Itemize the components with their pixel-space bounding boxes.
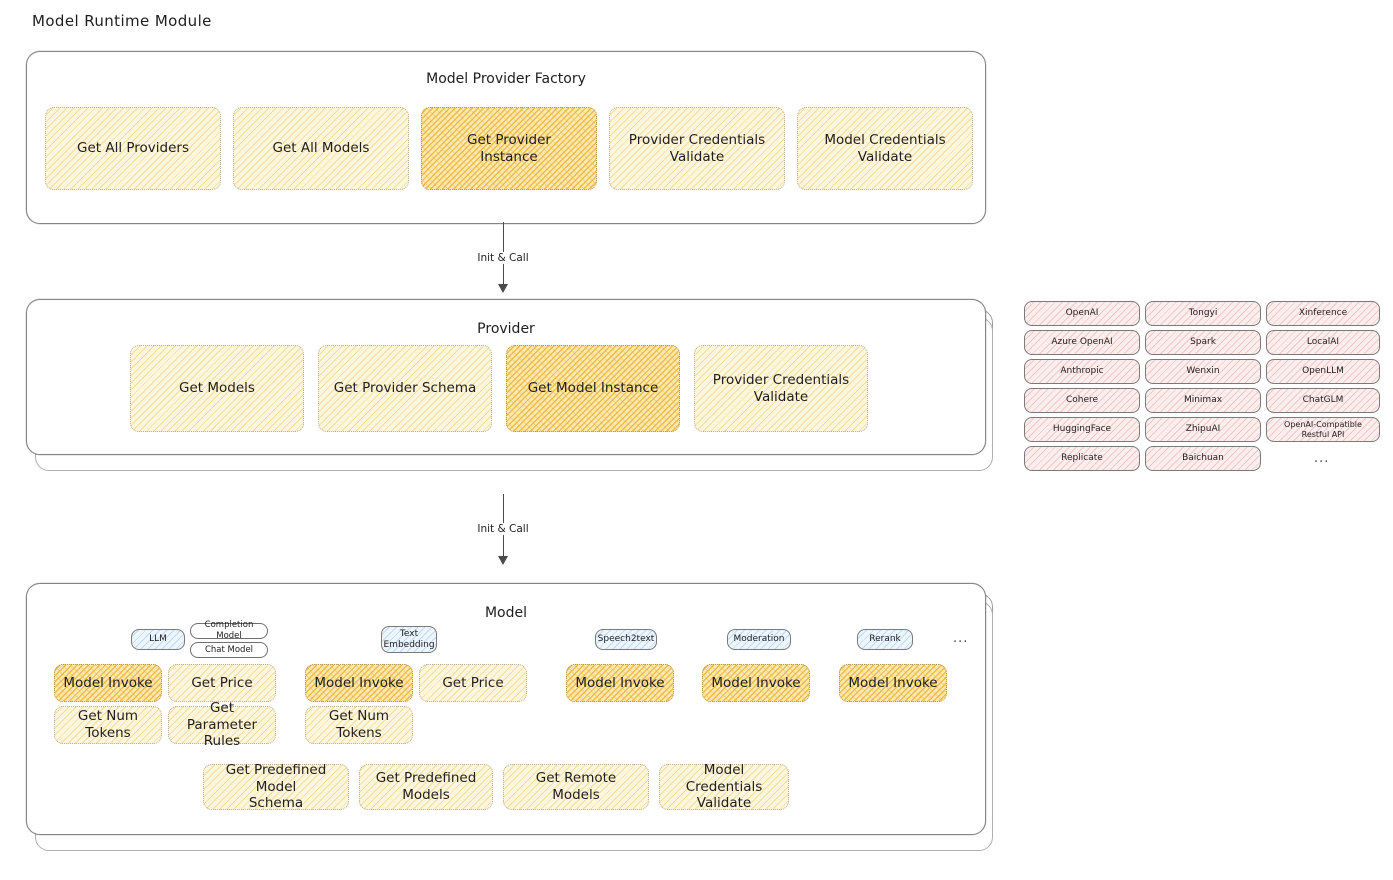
- model-provider-factory-title: Model Provider Factory: [426, 71, 586, 87]
- model-op-llm-get-price[interactable]: Get Price: [168, 664, 276, 702]
- provider-chip-replicate[interactable]: Replicate: [1024, 446, 1140, 471]
- model-op-text-embedding-get-num-tokens[interactable]: Get Num Tokens: [305, 706, 413, 744]
- model-op-speech2text-model-invoke[interactable]: Model Invoke: [566, 664, 674, 702]
- provider-title: Provider: [477, 321, 535, 337]
- provider-chip-openai[interactable]: OpenAI: [1024, 301, 1140, 326]
- model-type-badge-moderation[interactable]: Moderation: [727, 629, 791, 650]
- model-op-text-embedding-get-price[interactable]: Get Price: [419, 664, 527, 702]
- provider-panel: Provider Get Models Get Provider Schema …: [26, 299, 993, 471]
- factory-node-get-all-providers[interactable]: Get All Providers: [45, 107, 221, 190]
- provider-chip-tongyi[interactable]: Tongyi: [1145, 301, 1261, 326]
- provider-chip-cohere[interactable]: Cohere: [1024, 388, 1140, 413]
- provider-chip-azure-openai[interactable]: Azure OpenAI: [1024, 330, 1140, 355]
- provider-node-provider-credentials-validate[interactable]: Provider Credentials Validate: [694, 345, 868, 432]
- model-title: Model: [484, 605, 528, 621]
- factory-node-model-credentials-validate[interactable]: Model Credentials Validate: [797, 107, 973, 190]
- model-subtype-chat-model[interactable]: Chat Model: [190, 642, 268, 658]
- model-op-moderation-model-invoke[interactable]: Model Invoke: [702, 664, 810, 702]
- provider-chip-openllm[interactable]: OpenLLM: [1266, 359, 1380, 384]
- provider-node-get-models[interactable]: Get Models: [130, 345, 304, 432]
- model-panel: Model LLM Completion Model Chat Model Te…: [26, 583, 993, 851]
- provider-chip-more-ellipsis: ...: [1314, 451, 1330, 466]
- provider-node-get-provider-schema[interactable]: Get Provider Schema: [318, 345, 492, 432]
- model-op-model-credentials-validate[interactable]: Model Credentials Validate: [659, 762, 789, 811]
- factory-node-get-all-models[interactable]: Get All Models: [233, 107, 409, 190]
- factory-node-get-provider-instance[interactable]: Get Provider Instance: [421, 107, 597, 190]
- provider-chip-localai[interactable]: LocalAI: [1266, 330, 1380, 355]
- model-type-badge-text-embedding[interactable]: Text Embedding: [381, 626, 437, 653]
- model-op-llm-model-invoke[interactable]: Model Invoke: [54, 664, 162, 702]
- provider-chip-openai-compatible-restful-api[interactable]: OpenAI-Compatible Restful API: [1266, 417, 1380, 442]
- model-type-badge-llm[interactable]: LLM: [131, 629, 185, 650]
- provider-chip-wenxin[interactable]: Wenxin: [1145, 359, 1261, 384]
- model-op-rerank-model-invoke[interactable]: Model Invoke: [839, 664, 947, 702]
- page-title: Model Runtime Module: [32, 12, 212, 30]
- provider-chip-zhipuai[interactable]: ZhipuAI: [1145, 417, 1261, 442]
- model-provider-factory-panel: Model Provider Factory Get All Providers…: [26, 51, 986, 224]
- provider-chip-anthropic[interactable]: Anthropic: [1024, 359, 1140, 384]
- provider-chip-minimax[interactable]: Minimax: [1145, 388, 1261, 413]
- provider-chip-list: OpenAI Azure OpenAI Anthropic Cohere Hug…: [1024, 301, 1380, 476]
- model-subtype-completion-model[interactable]: Completion Model: [190, 620, 268, 641]
- model-op-get-remote-models[interactable]: Get Remote Models: [503, 764, 649, 810]
- provider-chip-huggingface[interactable]: HuggingFace: [1024, 417, 1140, 442]
- model-type-badge-rerank[interactable]: Rerank: [857, 629, 913, 650]
- model-type-more-ellipsis: ...: [953, 631, 969, 646]
- model-op-llm-get-parameter-rules[interactable]: Get Parameter Rules: [168, 700, 276, 749]
- provider-chip-baichuan[interactable]: Baichuan: [1145, 446, 1261, 471]
- model-op-get-predefined-model-schema[interactable]: Get Predefined Model Schema: [203, 762, 349, 811]
- model-op-text-embedding-model-invoke[interactable]: Model Invoke: [305, 664, 413, 702]
- provider-chip-spark[interactable]: Spark: [1145, 330, 1261, 355]
- factory-node-provider-credentials-validate[interactable]: Provider Credentials Validate: [609, 107, 785, 190]
- arrow-label-init-call-1: Init & Call: [474, 252, 532, 264]
- model-op-get-predefined-models[interactable]: Get Predefined Models: [359, 764, 493, 810]
- provider-chip-chatglm[interactable]: ChatGLM: [1266, 388, 1380, 413]
- model-type-badge-speech2text[interactable]: Speech2text: [595, 629, 657, 650]
- model-op-llm-get-num-tokens[interactable]: Get Num Tokens: [54, 706, 162, 744]
- provider-node-get-model-instance[interactable]: Get Model Instance: [506, 345, 680, 432]
- arrow-label-init-call-2: Init & Call: [474, 523, 532, 535]
- provider-chip-xinference[interactable]: Xinference: [1266, 301, 1380, 326]
